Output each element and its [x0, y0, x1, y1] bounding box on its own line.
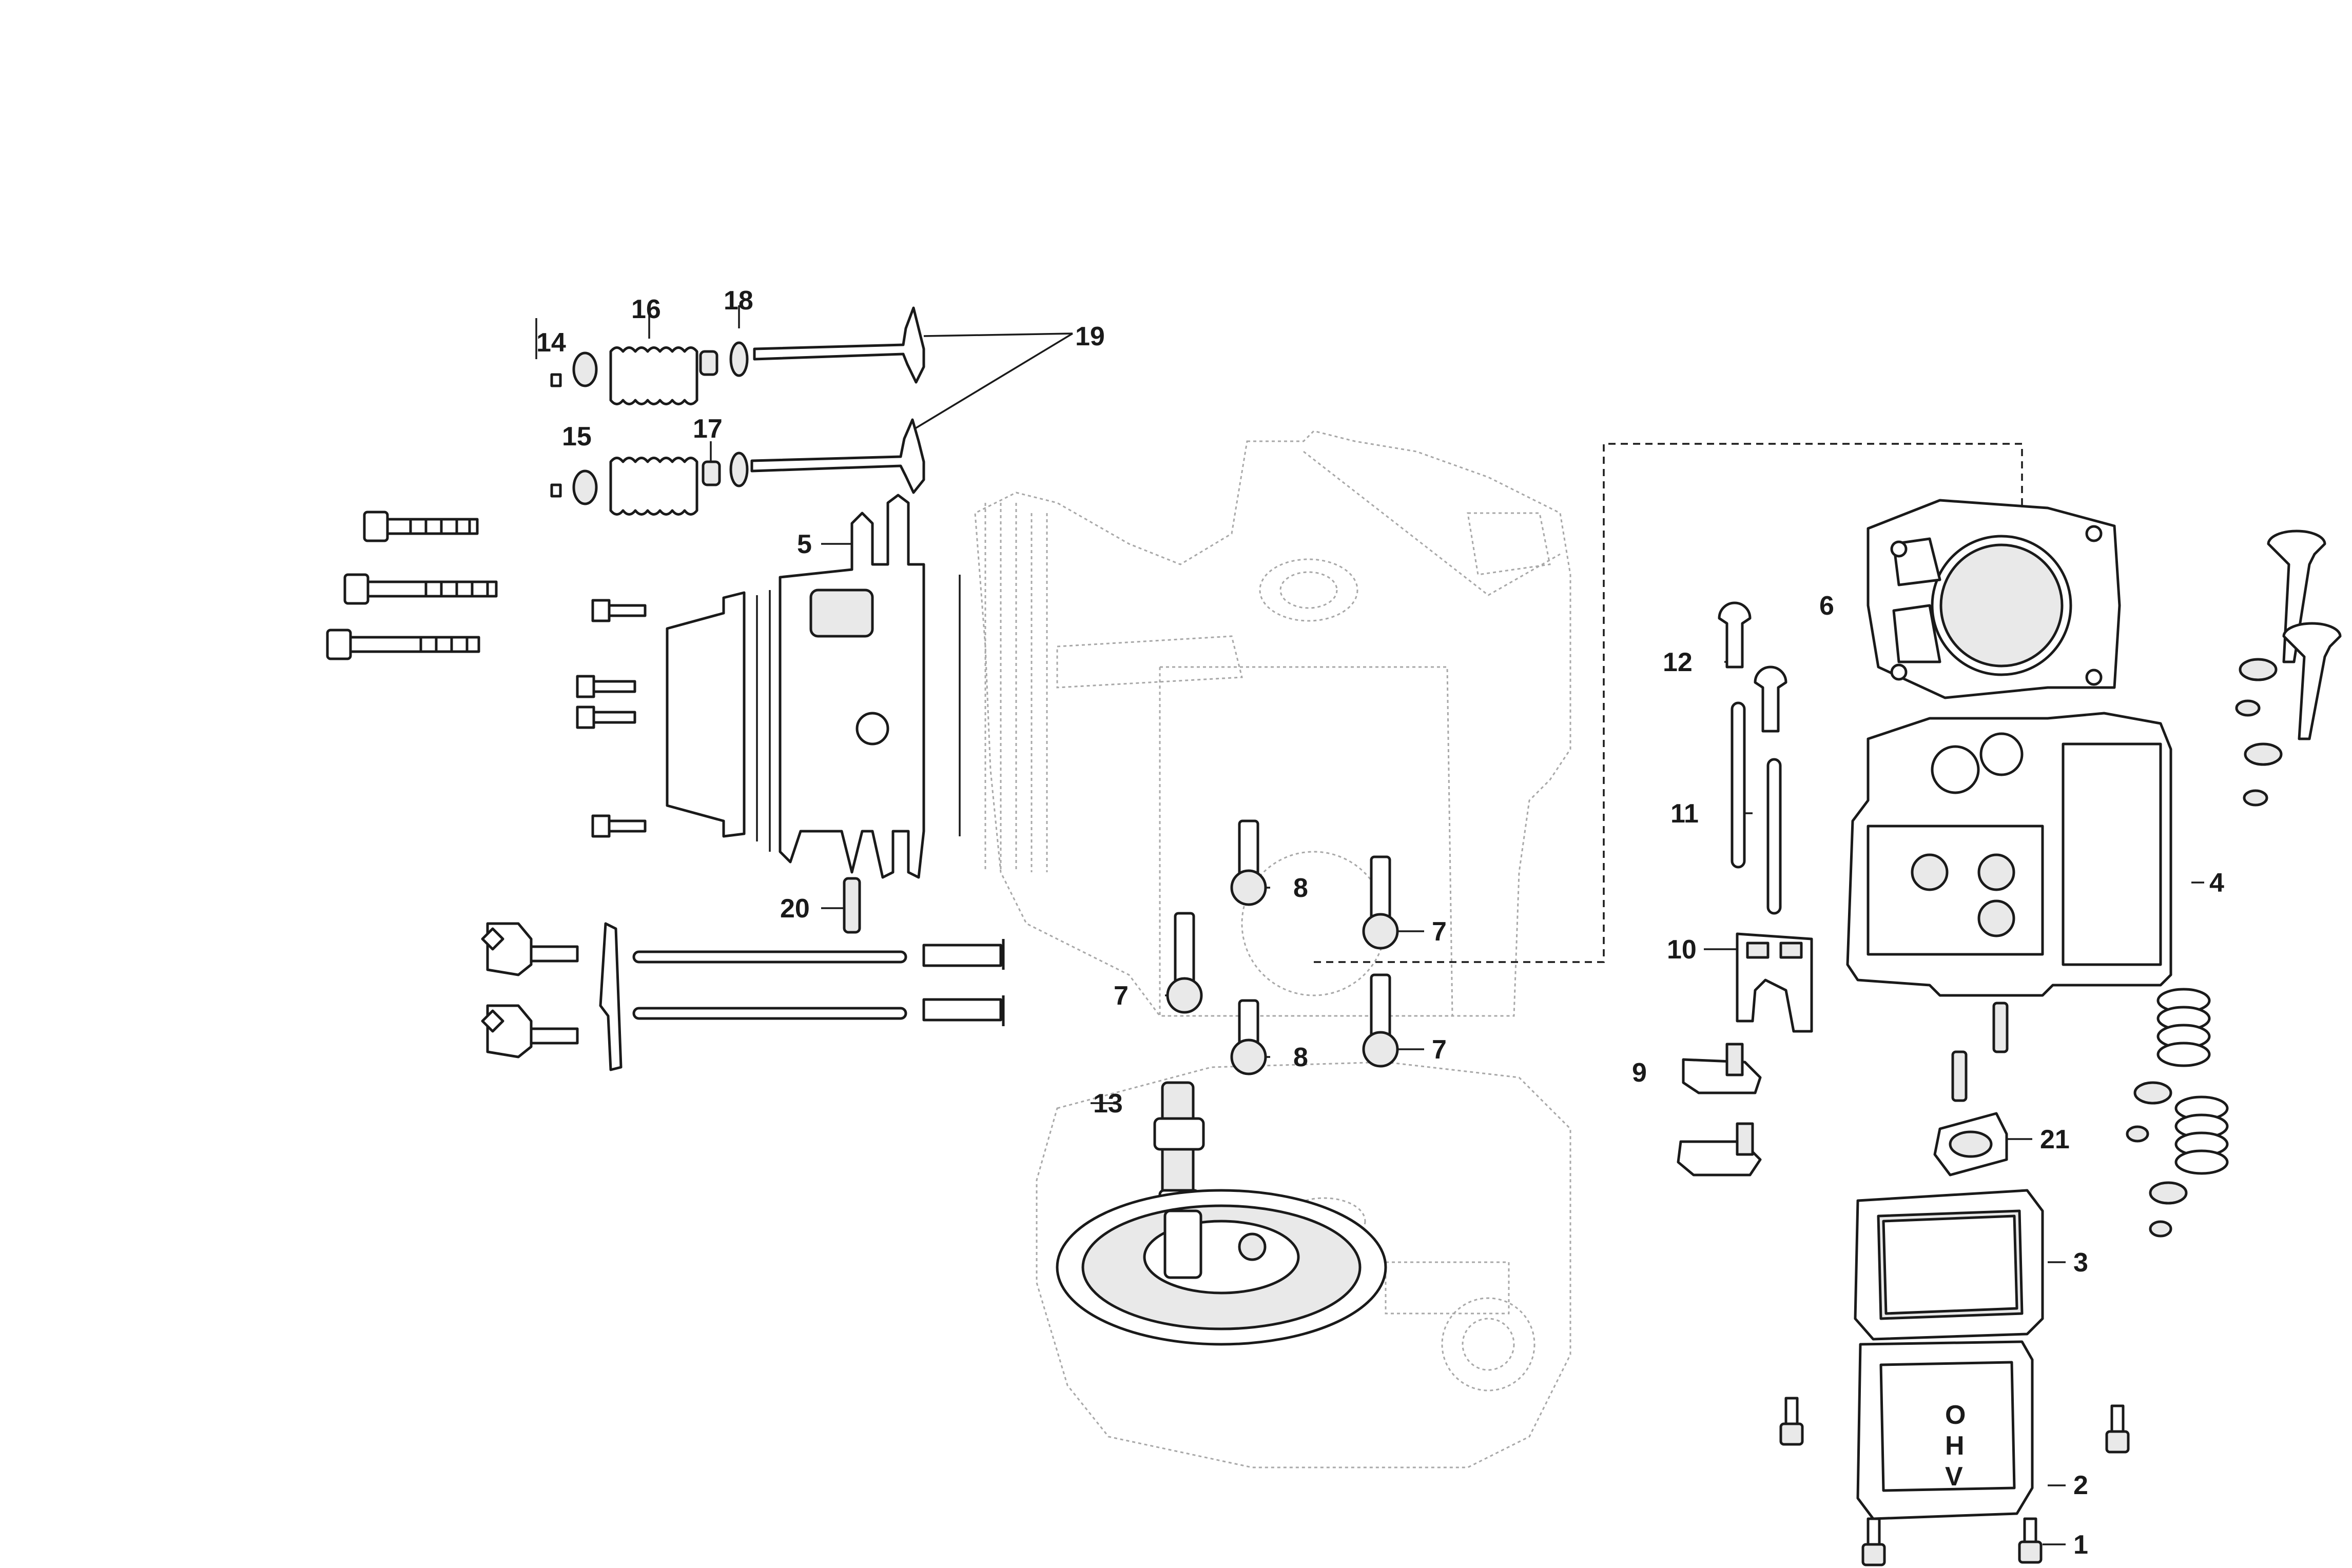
valve-19	[750, 306, 925, 494]
callout-10: 10	[1667, 935, 1697, 965]
head-gasket-6	[1867, 499, 2121, 699]
cover-letter-v: V	[1945, 1462, 1963, 1492]
studs	[1951, 1002, 2009, 1102]
callout-17: 17	[693, 414, 723, 444]
callout-9: 9	[1632, 1058, 1647, 1088]
valves-right	[2235, 530, 2342, 807]
callout-2: 2	[2073, 1471, 2088, 1500]
callout-4: 4	[2209, 868, 2224, 898]
pushrods-left	[632, 939, 1005, 1026]
callout-6: 6	[1819, 591, 1834, 621]
callout-20: 20	[780, 894, 810, 924]
callout-7c: 7	[1432, 1035, 1447, 1065]
callout-3: 3	[2073, 1248, 2088, 1278]
callout-7b: 7	[1114, 981, 1129, 1011]
valve-seal-17	[699, 350, 721, 486]
callout-5: 5	[797, 530, 812, 559]
valve-cover-gasket-3	[1854, 1189, 2044, 1341]
callout-13: 13	[1093, 1089, 1123, 1119]
callout-21: 21	[2040, 1125, 2070, 1154]
valve-retainer-15	[572, 351, 598, 505]
callout-16: 16	[631, 295, 661, 324]
head-bolts-short	[576, 599, 647, 838]
head-bolts-long	[326, 511, 498, 660]
guide-plate-left	[599, 922, 623, 1071]
callout-12: 12	[1663, 648, 1693, 677]
cover-letter-h: H	[1945, 1431, 1965, 1461]
cover-bolts-1	[1779, 1397, 2130, 1566]
cylinder-head-5	[779, 494, 961, 879]
callout-18: 18	[724, 286, 753, 316]
callout-11: 11	[1670, 799, 1699, 829]
valve-washer-18	[729, 341, 749, 487]
valve-keeper-14	[550, 373, 562, 498]
callout-labels: 1 2 3 4 5 6 7 7 7 8 8 9 10 11 12 13 14 1…	[536, 286, 2224, 1560]
camshaft-13	[1056, 1081, 1387, 1346]
leader-lines	[535, 305, 2204, 1545]
callout-14: 14	[536, 328, 566, 358]
exhaust-gasket-21	[1933, 1112, 2008, 1177]
callout-8a: 8	[1293, 873, 1308, 903]
callout-8b: 8	[1293, 1043, 1308, 1072]
valve-cover-side	[666, 590, 771, 852]
rocker-arms-left	[481, 922, 579, 1059]
cylinder-head-4	[1846, 712, 2172, 997]
pushrod-11	[1731, 701, 1782, 915]
callout-19: 19	[1075, 322, 1105, 351]
guide-plate-10	[1736, 932, 1813, 1033]
valve-springs-right	[2126, 988, 2229, 1238]
callout-1: 1	[2073, 1530, 2088, 1560]
rocker-arm-9	[1677, 1043, 1762, 1177]
dowel-pin-20	[843, 877, 861, 934]
cover-letter-o: O	[1945, 1400, 1966, 1430]
callout-15: 15	[562, 422, 592, 452]
head-bolts-center	[1166, 819, 1399, 1075]
valve-spring-16	[609, 346, 698, 516]
callout-7a: 7	[1432, 917, 1447, 947]
pushrod-12	[1718, 601, 1787, 733]
valve-cover-2: O H V	[1856, 1340, 2034, 1520]
